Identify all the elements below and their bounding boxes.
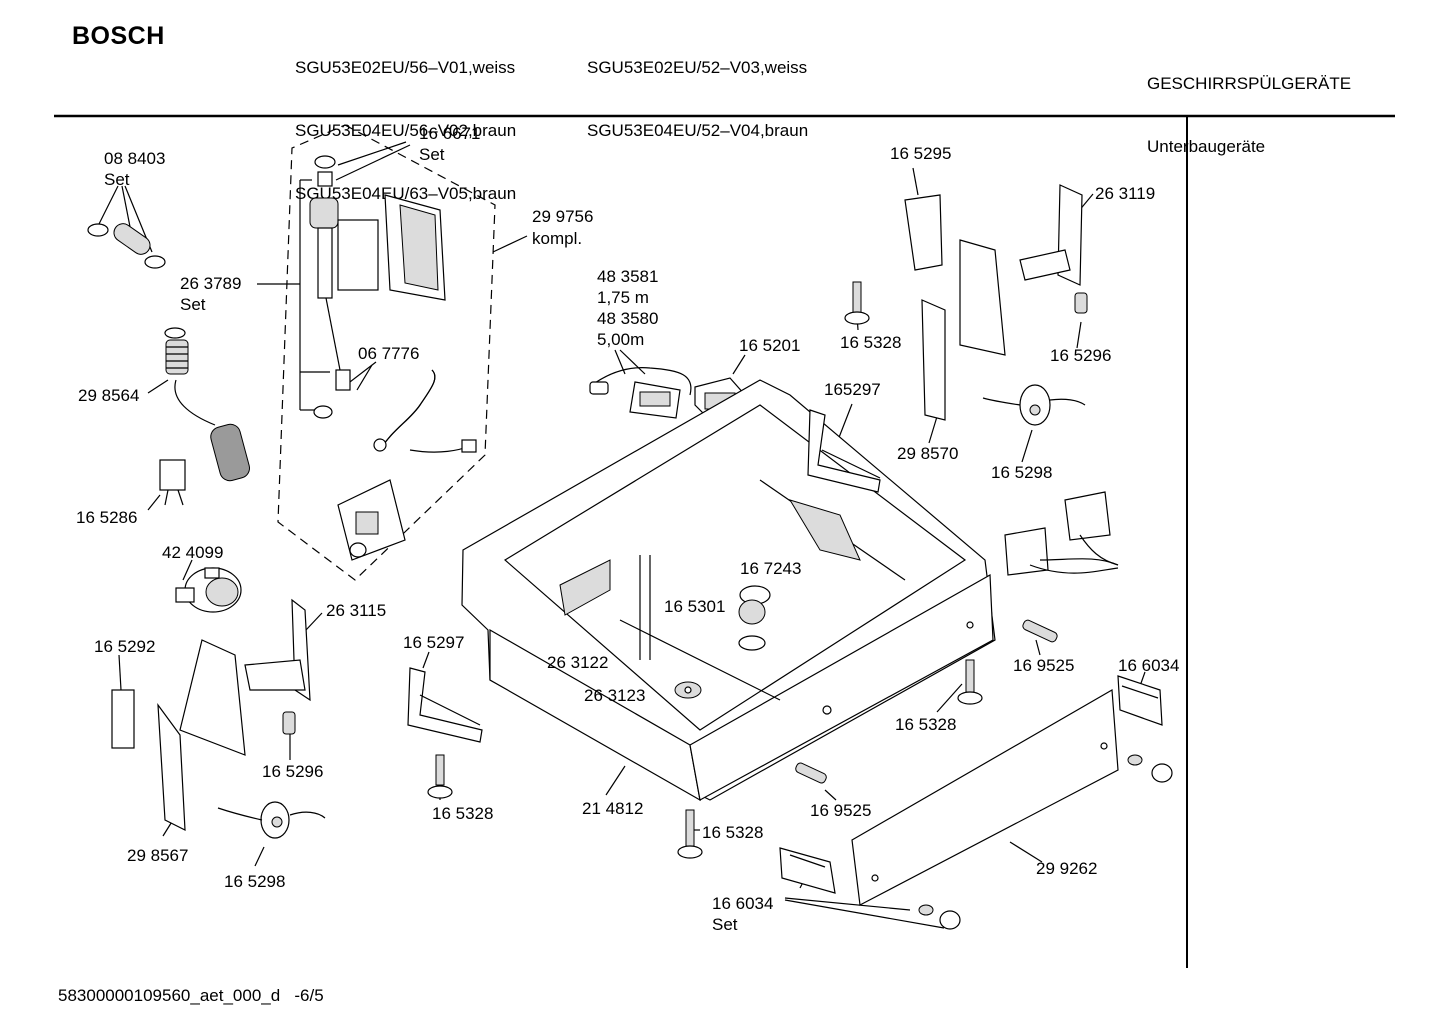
hinge-set-part — [779, 675, 1163, 894]
model-line: SGU53E04EU/52–V04,braun — [587, 121, 809, 140]
part-label: 16 5297 — [403, 633, 465, 652]
sensor-right-part — [982, 384, 1086, 426]
clip-part — [159, 459, 186, 506]
sensor-left-part — [217, 801, 326, 839]
cover-disc-part — [674, 681, 702, 699]
part-label: 29 8564 — [78, 386, 140, 405]
front-panel-part — [851, 689, 1119, 906]
part-label: 16 9525 — [1013, 656, 1075, 675]
water-valve-assembly-part — [309, 155, 446, 419]
brand-logo: BOSCH — [72, 22, 165, 50]
float-part — [738, 585, 771, 651]
model-line: SGU53E02EU/52–V03,weiss — [587, 58, 808, 77]
latch-right-part — [1074, 292, 1088, 314]
heating-strip-mid-part — [807, 409, 881, 493]
part-label: 16 5292 — [94, 637, 156, 656]
document-code: 58300000109560_aet_000_d — [58, 986, 281, 1005]
part-label: 165297 — [824, 380, 881, 399]
part-label: 29 8570 — [897, 444, 959, 463]
part-label: 16 6034 — [1118, 656, 1180, 675]
part-label: 16 5295 — [890, 144, 952, 163]
bolt-part — [1022, 619, 1058, 643]
part-label: 16 6671 — [419, 124, 481, 143]
part-label: Set — [104, 170, 130, 189]
bracket-top-part — [904, 194, 943, 271]
hose-clamp-set-part — [87, 223, 166, 269]
part-label: 06 7776 — [358, 344, 420, 363]
part-label: 29 9262 — [1036, 859, 1098, 878]
part-label: 48 3581 — [597, 267, 659, 286]
heating-strip-left-part — [407, 667, 483, 743]
part-label: 16 5201 — [739, 336, 801, 355]
bracket-left-part — [111, 639, 246, 831]
side-rail-part — [921, 239, 1006, 421]
part-label: 26 3115 — [326, 601, 387, 620]
part-label: Set — [712, 915, 738, 934]
part-label: 16 9525 — [810, 801, 872, 820]
cable-part — [589, 367, 692, 419]
part-label: Set — [180, 295, 206, 314]
cap-part — [918, 754, 1173, 930]
part-label: 08 8403 — [104, 149, 166, 168]
pump-part — [175, 567, 242, 613]
hose-connector-part — [373, 369, 477, 453]
screw-part — [957, 659, 983, 705]
part-label: 16 6034 — [712, 894, 774, 913]
page-number: -6/5 — [294, 986, 324, 1005]
part-label: 26 3789 — [180, 274, 242, 293]
screw-part — [427, 754, 453, 799]
screw-part — [677, 809, 703, 859]
category-block: GESCHIRRSPÜLGERÄTE Unterbaugeräte — [1147, 31, 1351, 178]
model-list-col2: SGU53E02EU/52–V03,weiss SGU53E04EU/52–V0… — [587, 15, 808, 162]
part-label: 16 5286 — [76, 508, 138, 527]
model-line: SGU53E02EU/56–V01,weiss — [295, 58, 516, 77]
category-title: GESCHIRRSPÜLGERÄTE — [1147, 74, 1352, 93]
wiring-harness-part — [1004, 491, 1119, 576]
part-label: 1,75 m — [597, 288, 649, 307]
part-label: 16 5328 — [895, 715, 957, 734]
part-label: 16 5328 — [702, 823, 764, 842]
part-label: 42 4099 — [162, 543, 224, 562]
hinge-bracket-part — [244, 598, 311, 702]
part-label: 16 7243 — [740, 559, 802, 578]
part-label: 16 5296 — [1050, 346, 1112, 365]
part-label: 16 5328 — [840, 333, 902, 352]
part-label: 29 8567 — [127, 846, 189, 865]
part-label: 26 3123 — [584, 686, 646, 705]
latch-left-part — [282, 711, 296, 735]
model-line: SGU53E04EU/63–V05,braun — [295, 184, 517, 203]
hose-corrugated-part — [164, 327, 250, 482]
bracket-right-part — [1019, 184, 1083, 286]
part-label: 16 5301 — [664, 597, 726, 616]
assembly-dashed-outline — [277, 124, 496, 581]
part-label: 5,00m — [597, 330, 645, 349]
model-line: SGU53E04EU/56–V02,braun — [295, 121, 517, 140]
screw-part — [844, 281, 870, 325]
part-label: 21 4812 — [582, 799, 644, 818]
part-label: 48 3580 — [597, 309, 659, 328]
part-label: 16 5328 — [432, 804, 494, 823]
part-label: kompl. — [532, 229, 583, 248]
part-label: 16 5298 — [991, 463, 1053, 482]
part-label: 16 5298 — [224, 872, 286, 891]
part-label: 29 9756 — [532, 207, 594, 226]
part-label: Set — [419, 145, 445, 164]
bolt-part — [795, 762, 827, 784]
bottom-valve-part — [337, 479, 406, 561]
footer: 58300000109560_aet_000_d -6/5 — [58, 986, 324, 1006]
category-subtitle: Unterbaugeräte — [1147, 137, 1266, 156]
model-list-col1: SGU53E02EU/56–V01,weiss SGU53E04EU/56–V0… — [295, 15, 516, 225]
part-label: 16 5296 — [262, 762, 324, 781]
part-label: 26 3122 — [547, 653, 609, 672]
part-label: 26 3119 — [1095, 184, 1156, 203]
